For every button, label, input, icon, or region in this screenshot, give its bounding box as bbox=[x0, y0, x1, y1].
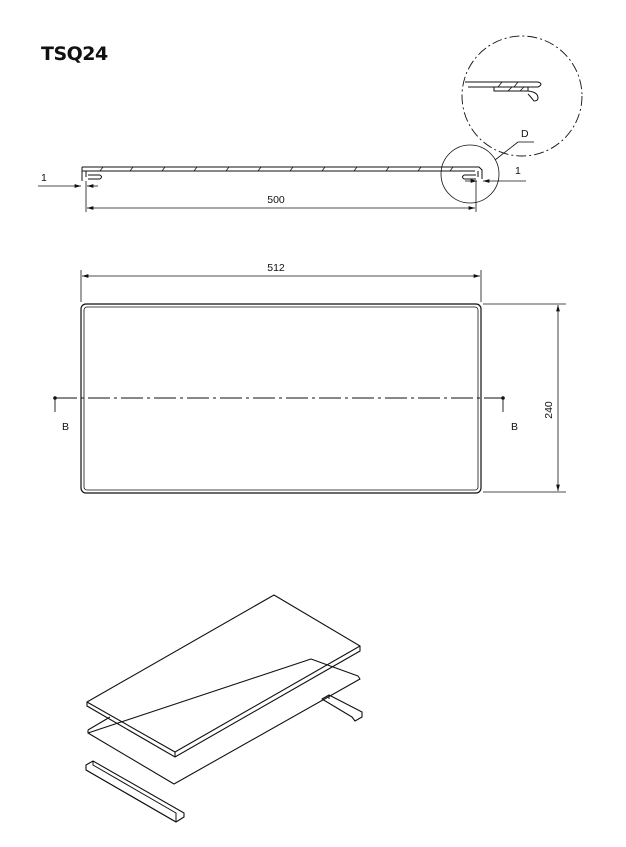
edge-profile-strip-bottom bbox=[85, 760, 185, 823]
section-view: 500 1 1 D bbox=[38, 35, 583, 212]
left-offset-dimension: 1 bbox=[38, 172, 98, 188]
plan-view: 512 240 B B bbox=[53, 262, 566, 494]
right-offset-label: 1 bbox=[515, 165, 521, 177]
tray-outline bbox=[80, 303, 482, 494]
section-line: B B bbox=[53, 396, 518, 433]
top-tray-sheet bbox=[86, 594, 361, 758]
exploded-isometric-view bbox=[85, 594, 363, 823]
right-offset-dimension: 1 bbox=[465, 165, 526, 183]
height-dimension: 240 bbox=[483, 303, 566, 493]
section-label-right: B bbox=[511, 421, 518, 433]
height-dim-label: 240 bbox=[543, 401, 555, 419]
middle-sheet bbox=[87, 658, 361, 785]
edge-profile-strip-right bbox=[321, 694, 363, 722]
detail-leader: D bbox=[494, 128, 534, 161]
width-dim-label: 512 bbox=[267, 262, 285, 274]
section-label-left: B bbox=[62, 421, 69, 433]
drawing-title: TSQ24 bbox=[41, 43, 108, 65]
width-dimension: 512 bbox=[80, 262, 482, 302]
detail-callout-label: D bbox=[521, 128, 529, 140]
detail-circle-small bbox=[440, 144, 500, 204]
length-dimension: 500 bbox=[85, 181, 477, 212]
tray-profile bbox=[81, 166, 483, 181]
length-dim-label: 500 bbox=[267, 194, 285, 206]
left-offset-label: 1 bbox=[41, 172, 47, 184]
detail-view-enlarged bbox=[461, 35, 583, 157]
